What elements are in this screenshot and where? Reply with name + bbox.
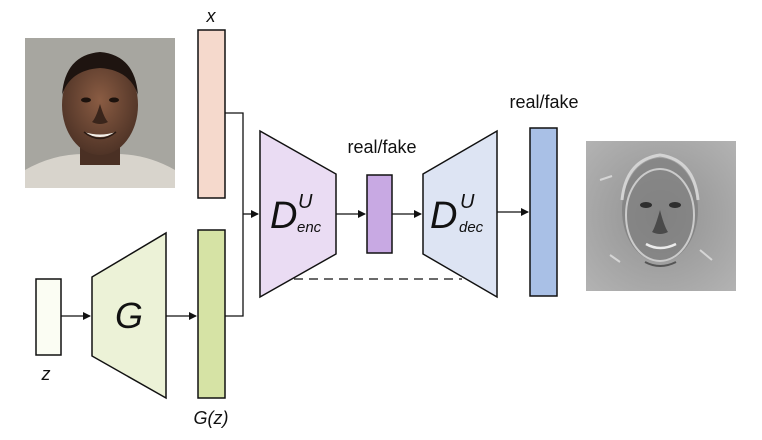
decoder-subscript: dec: [459, 219, 484, 236]
gz-output-block: [197, 229, 226, 399]
encoder-label: D U enc: [270, 191, 322, 237]
decoder-block: [422, 129, 498, 299]
merge-connector: [225, 112, 244, 317]
decoder-output-label: real/fake: [509, 92, 578, 112]
gz-output-label: G(z): [194, 408, 229, 428]
encoder-output-label: real/fake: [347, 137, 416, 157]
encoder-output-block: [366, 174, 393, 254]
decoder-label: D U dec: [430, 191, 484, 237]
x-input-block: [197, 29, 226, 199]
encoder-subscript: enc: [297, 219, 322, 236]
decoder-superscript: U: [460, 191, 475, 213]
x-input-label: x: [206, 6, 217, 26]
output-decision-map-image: [586, 141, 736, 291]
encoder-superscript: U: [298, 191, 313, 213]
input-face-image: [25, 38, 175, 188]
encoder-d-letter: D: [270, 195, 297, 237]
decoder-d-letter: D: [430, 195, 457, 237]
z-input-label: z: [41, 364, 51, 384]
z-input-block: [35, 278, 62, 356]
encoder-block: [259, 129, 337, 299]
generator-block: [91, 231, 167, 400]
generator-label: G: [115, 295, 143, 336]
decoder-output-block: [529, 127, 558, 297]
